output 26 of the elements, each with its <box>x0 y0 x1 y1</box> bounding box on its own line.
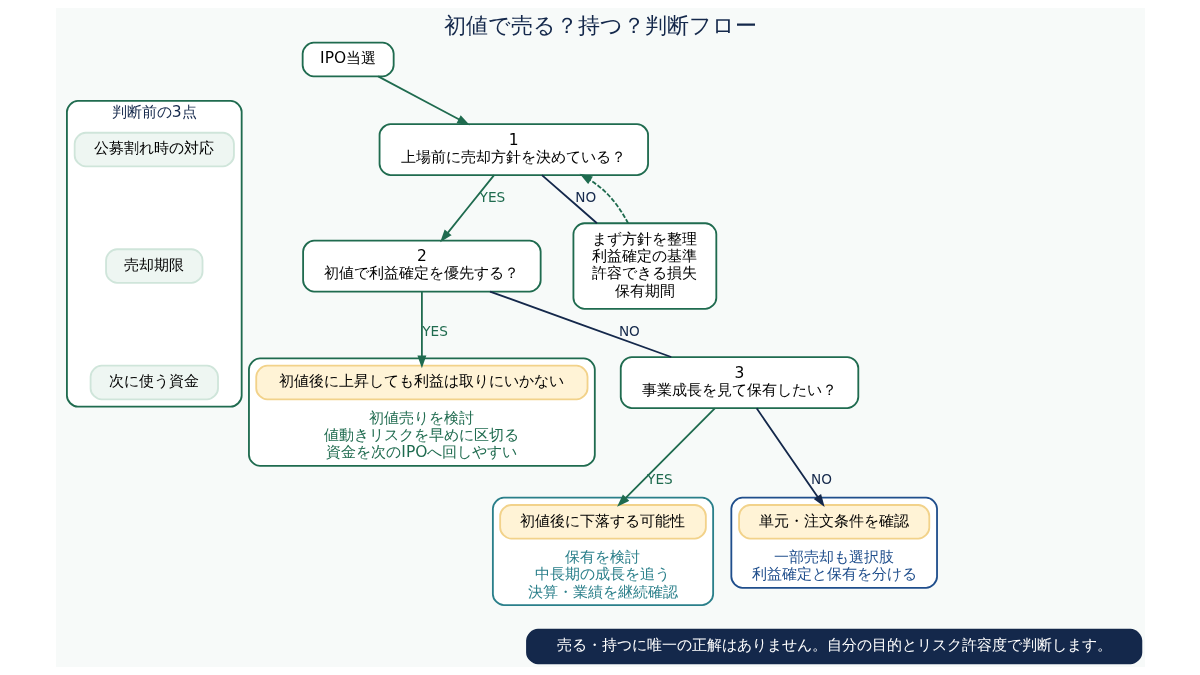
node-box: 初値後に下落する可能性 <box>498 504 707 540</box>
node-box: 売る・持つに唯一の正解はありません。自分の目的とリスク許容度で判断します。 <box>525 628 1142 665</box>
node-box: 次に使う資金 <box>89 364 219 401</box>
arrow <box>416 290 426 369</box>
connector <box>540 174 598 225</box>
arrow <box>579 173 629 225</box>
connector <box>488 290 672 358</box>
node-box: 2 初値で利益確定を優先する？ <box>301 239 542 293</box>
edge-label: NO <box>618 323 640 340</box>
node-box: 1 上場前に売却方針を決めている？ <box>378 123 649 176</box>
arrow <box>616 407 716 507</box>
node-box: 3 事業成長を見て保有したい？ <box>619 356 859 409</box>
edge-label: YES <box>479 189 505 206</box>
node-box: 公募割れ時の対応 <box>73 131 235 168</box>
node-box: まず方針を整理 利益確定の基準 許容できる損失 保有期間 <box>572 222 717 310</box>
arrow <box>439 174 495 243</box>
node-box: IPO当選 <box>301 41 395 78</box>
node-box: 売却期限 <box>104 248 203 284</box>
arrow <box>376 75 470 126</box>
edge-label: YES <box>646 471 673 488</box>
diagram-title: 初値で売る？持つ？判断フロー <box>443 12 757 38</box>
node-box: 初値後に上昇しても利益は取りにいかない <box>254 364 588 401</box>
arrow <box>755 407 825 508</box>
node-box: 単元・注文条件を確認 <box>737 504 930 540</box>
edge-label: NO <box>574 189 596 206</box>
edge-label: NO <box>810 471 832 488</box>
